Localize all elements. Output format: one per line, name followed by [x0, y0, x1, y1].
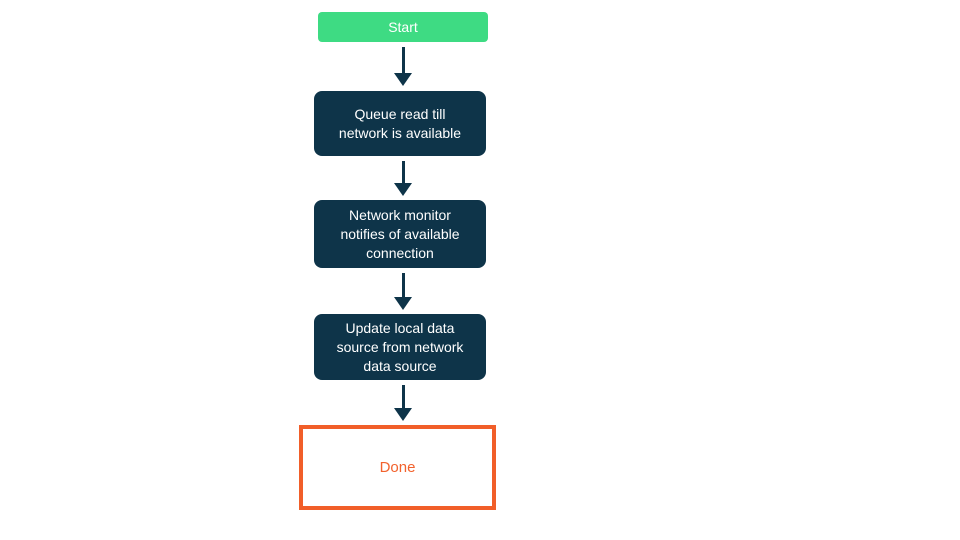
arrow-down-icon [394, 297, 412, 310]
flow-node-queue-read: Queue read till network is available [314, 91, 486, 156]
flow-node-done: Done [299, 425, 496, 510]
flow-node-update-local-data: Update local data source from network da… [314, 314, 486, 380]
arrow-stem [401, 385, 405, 408]
arrow-down-icon [394, 73, 412, 86]
flow-node-network-monitor: Network monitor notifies of available co… [314, 200, 486, 268]
arrow-stem [401, 273, 405, 297]
flow-arrow-1 [394, 47, 412, 86]
arrow-down-icon [394, 183, 412, 196]
arrow-stem [401, 161, 405, 183]
flow-arrow-2 [394, 161, 412, 196]
arrow-stem [401, 47, 405, 73]
arrow-down-icon [394, 408, 412, 421]
flow-node-start: Start [318, 12, 488, 42]
flow-arrow-3 [394, 273, 412, 310]
flow-arrow-4 [394, 385, 412, 421]
